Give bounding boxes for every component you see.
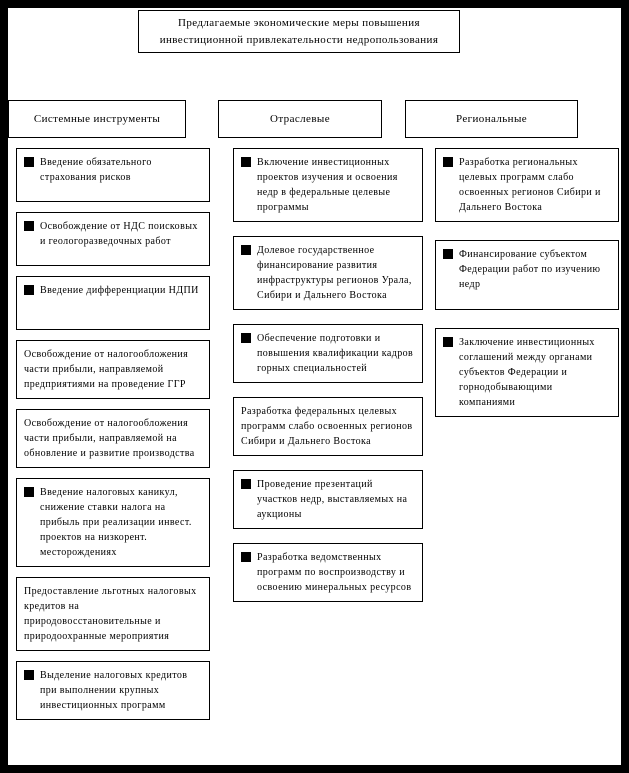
box-text: Выделение налоговых кредитов при выполне… <box>40 670 188 711</box>
bullet-square-icon <box>24 670 34 680</box>
box-text: Финансирование субъектом Федерации работ… <box>459 249 601 290</box>
bullet-square-icon <box>241 333 251 343</box>
box-text: Проведение презентаций участков недр, вы… <box>257 479 408 520</box>
diagram-title: Предлагаемые экономические меры повышени… <box>138 10 460 53</box>
diagram-box: Финансирование субъектом Федерации работ… <box>435 240 619 310</box>
diagram-box: Заключение инвестиционных соглашений меж… <box>435 328 619 417</box>
diagram-box: Освобождение от налогообложения части пр… <box>16 340 210 399</box>
box-text: Введение налоговых каникул, снижение ста… <box>40 487 192 558</box>
bullet-square-icon <box>241 157 251 167</box>
diagram-box: Разработка федеральных целевых программ … <box>233 397 423 456</box>
diagram-box: Долевое государственное финансирование р… <box>233 236 423 310</box>
box-text: Разработка ведомственных программ по вос… <box>257 552 412 593</box>
box-text: Освобождение от налогообложения части пр… <box>24 349 189 390</box>
bullet-square-icon <box>241 245 251 255</box>
box-text: Заключение инвестиционных соглашений меж… <box>459 337 595 408</box>
column-system-tools: Введение обязательного страхования риско… <box>16 148 210 720</box>
bullet-square-icon <box>241 552 251 562</box>
bullet-square-icon <box>24 285 34 295</box>
column-sectoral: Включение инвестиционных проектов изучен… <box>233 148 423 602</box>
diagram-box: Разработка региональных целевых программ… <box>435 148 619 222</box>
diagram-box: Введение дифференциации НДПИ <box>16 276 210 330</box>
box-text: Разработка региональных целевых программ… <box>459 157 601 213</box>
diagram-box: Введение налоговых каникул, снижение ста… <box>16 478 210 567</box>
diagram-box: Освобождение от НДС поисковых и геологор… <box>16 212 210 266</box>
diagram-box: Введение обязательного страхования риско… <box>16 148 210 202</box>
diagram-box: Проведение презентаций участков недр, вы… <box>233 470 423 529</box>
box-text: Долевое государственное финансирование р… <box>257 245 412 301</box>
column-header-system-tools: Системные инструменты <box>8 100 186 138</box>
box-text: Введение обязательного страхования риско… <box>40 157 152 183</box>
diagram-box: Предоставление льготных налоговых кредит… <box>16 577 210 651</box>
column-header-sectoral: Отраслевые <box>218 100 382 138</box>
bullet-square-icon <box>443 249 453 259</box>
box-text: Обеспечение подготовки и повышения квали… <box>257 333 414 374</box>
box-text: Разработка федеральных целевых программ … <box>241 406 413 447</box>
box-text: Предоставление льготных налоговых кредит… <box>24 586 197 642</box>
diagram-box: Обеспечение подготовки и повышения квали… <box>233 324 423 383</box>
bullet-square-icon <box>24 157 34 167</box>
bullet-square-icon <box>24 221 34 231</box>
diagram-box: Разработка ведомственных программ по вос… <box>233 543 423 602</box>
box-text: Введение дифференциации НДПИ <box>40 285 199 296</box>
column-header-regional: Региональные <box>405 100 578 138</box>
bullet-square-icon <box>24 487 34 497</box>
bullet-square-icon <box>241 479 251 489</box>
bullet-square-icon <box>443 337 453 347</box>
bullet-square-icon <box>443 157 453 167</box>
box-text: Освобождение от НДС поисковых и геологор… <box>40 221 198 247</box>
diagram-box: Включение инвестиционных проектов изучен… <box>233 148 423 222</box>
box-text: Освобождение от налогообложения части пр… <box>24 418 195 459</box>
diagram-box: Освобождение от налогообложения части пр… <box>16 409 210 468</box>
box-text: Включение инвестиционных проектов изучен… <box>257 157 398 213</box>
column-regional: Разработка региональных целевых программ… <box>435 148 619 417</box>
diagram-box: Выделение налоговых кредитов при выполне… <box>16 661 210 720</box>
